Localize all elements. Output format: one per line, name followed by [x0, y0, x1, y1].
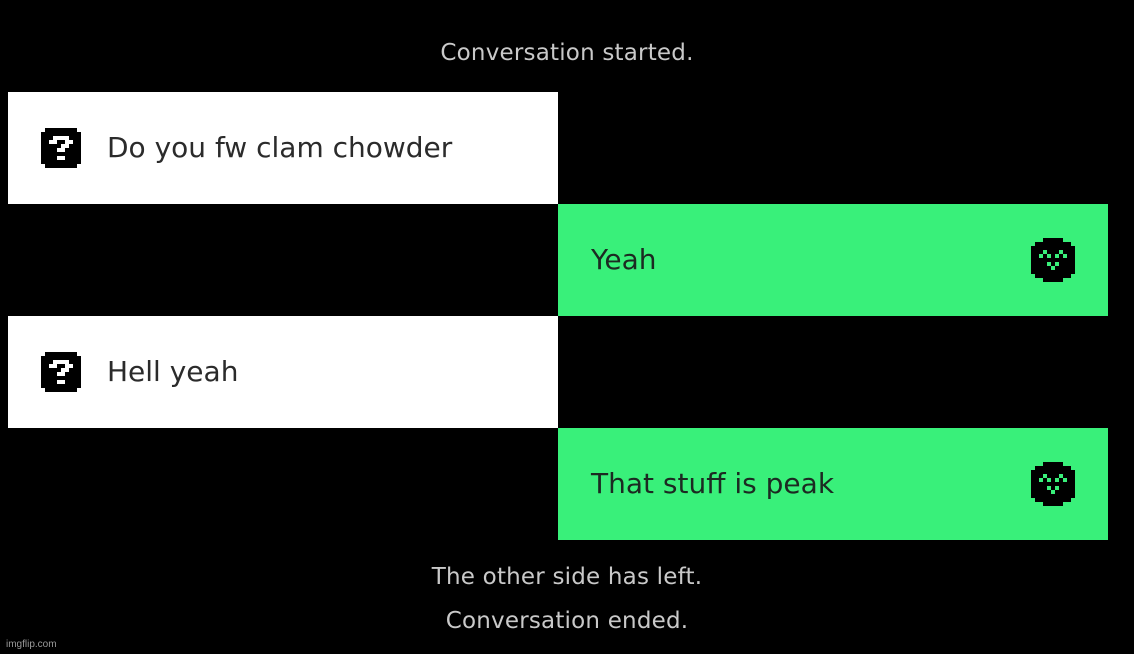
message-me-1: Yeah	[558, 204, 1108, 316]
message-them-1: Do you fw clam chowder	[8, 92, 558, 204]
question-mark-icon	[41, 352, 81, 392]
message-text: Yeah	[591, 243, 657, 276]
conversation-ended-status: Conversation ended.	[445, 608, 689, 634]
message-text: That stuff is peak	[591, 467, 835, 500]
smiley-icon	[1031, 462, 1075, 506]
other-side-left-status: The other side has left.	[431, 564, 703, 590]
message-text: Do you fw clam chowder	[107, 131, 453, 164]
message-me-2: That stuff is peak	[558, 428, 1108, 540]
watermark: imgflip.com	[6, 639, 57, 650]
message-them-2: Hell yeah	[8, 316, 558, 428]
question-mark-icon	[41, 128, 81, 168]
message-text: Hell yeah	[107, 355, 239, 388]
conversation-started-status: Conversation started.	[440, 40, 694, 66]
smiley-icon	[1031, 238, 1075, 282]
